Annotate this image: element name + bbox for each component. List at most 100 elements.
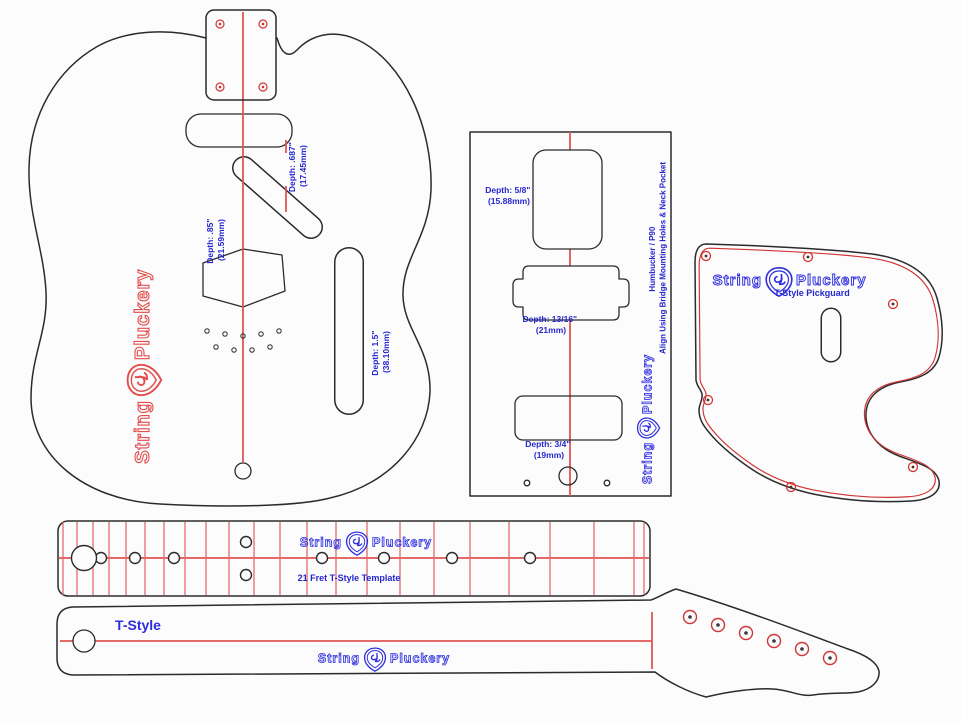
bridge-hole-dot (231, 347, 237, 353)
bridge-hole-dot (276, 328, 282, 334)
p90-route (532, 149, 603, 250)
brand-word-pluckery: Pluckery (132, 269, 154, 360)
fret-lines (62, 522, 645, 595)
tuner-holes (682, 609, 838, 666)
fret-marker (523, 551, 537, 565)
bridge-hole-dot (222, 331, 228, 337)
template-side-label: Humbucker / P90 Align Using Bridge Mount… (648, 162, 668, 354)
bridge-hole-dot (240, 333, 246, 339)
fret-marker (377, 551, 391, 565)
brand-logo-fretboard: String Pluckery (299, 531, 432, 556)
neck-plate-holes (215, 19, 268, 92)
pickguard-screw-hole (907, 461, 919, 473)
fret-position-markers (70, 535, 537, 582)
depth-annotation-cavity: Depth: 1.5" (38.10mm) (370, 328, 391, 376)
bridge-hole-dot (213, 344, 219, 350)
tuner-hole-center (828, 656, 832, 660)
body-template: Depth: .687" (17.45mm) Depth: .85" (21.5… (28, 9, 432, 507)
neck-template: T-Style String Pluckery (56, 588, 880, 698)
neck-plate-hole (215, 82, 225, 92)
bridge-hole-dot (267, 344, 273, 350)
pickguard-screw-hole (887, 298, 899, 310)
pickguard-screw-hole (785, 481, 797, 493)
fret-marker (167, 551, 181, 565)
pickguard-screw-center (806, 255, 810, 259)
tuner-hole (794, 641, 810, 657)
brand-word-string: String (641, 442, 655, 484)
neck-plate-hole (215, 19, 225, 29)
brand-word-pluckery: Pluckery (641, 354, 655, 414)
bridge-screw-hole-left (523, 479, 531, 487)
depth-annotation-bridge: Depth: 3/4" (19mm) (525, 439, 573, 460)
tuner-hole-center (744, 631, 748, 635)
pickguard-screw-center (911, 465, 915, 469)
fret-marker-12-bottom (239, 568, 253, 582)
tuner-hole (738, 625, 754, 641)
tuner-hole-center (772, 639, 776, 643)
neck-plate-hole-center (218, 22, 222, 26)
bridge-single-coil-route (514, 395, 623, 441)
fretboard-outline (57, 520, 651, 597)
bridge-mounting-holes (204, 328, 282, 353)
tuner-hole (766, 633, 782, 649)
depth-annotation-p90: Depth: 5/8" (15.88mm) (485, 185, 533, 206)
tuner-hole-center (716, 623, 720, 627)
brand-word-pluckery: Pluckery (390, 652, 450, 666)
pickguard-screw-holes (700, 250, 919, 493)
fret-marker (315, 551, 329, 565)
body-outline (28, 31, 432, 507)
neck-pickup-route (185, 113, 293, 148)
pickguard-screw-center (789, 485, 793, 489)
pick-logo-icon (126, 363, 163, 397)
pickguard-template: String Pluckery T-Style Pickguard (694, 243, 943, 503)
tuner-hole (682, 609, 698, 625)
neck-plate-hole-center (261, 85, 265, 89)
tuner-hole-center (688, 615, 692, 619)
pickguard-screw-hole (700, 250, 712, 262)
tuner-hole-center (800, 647, 804, 651)
depth-annotation-pickup: Depth: .85" (21.59mm) (205, 216, 226, 264)
pickup-routing-template: Depth: 5/8" (15.88mm) Depth: 13/16" (21m… (469, 131, 672, 497)
neck-plate-hole (258, 82, 268, 92)
fret-marker-12-top (239, 535, 253, 549)
pickguard-screw-hole (802, 251, 814, 263)
fret-marker (128, 551, 142, 565)
pickguard-outline (694, 243, 943, 503)
pick-logo-icon (636, 417, 661, 439)
fretboard-caption: 21 Fret T-Style Template (298, 573, 401, 583)
body-alignment-hole (234, 462, 252, 480)
pickguard-screw-center (706, 398, 710, 402)
fret-marker (445, 551, 459, 565)
neck-label: T-Style (115, 617, 161, 633)
brand-logo-pickup-template: String Pluckery (636, 353, 661, 485)
fretboard-alignment-hole (70, 544, 98, 572)
bridge-alignment-hole (558, 466, 578, 486)
brand-word-string: String (713, 272, 762, 289)
bridge-hole-dot (204, 328, 210, 334)
neck-pocket-plate (205, 9, 277, 101)
brand-word-pluckery: Pluckery (372, 536, 432, 550)
brand-logo-neck: String Pluckery (317, 647, 450, 672)
neck-alignment-hole (72, 629, 96, 653)
pickguard-caption: T-Style Pickguard (774, 288, 850, 298)
bridge-hole-dot (249, 347, 255, 353)
pick-logo-icon (345, 531, 369, 556)
brand-logo-pickguard: String Pluckery (712, 267, 867, 298)
tuner-hole (822, 650, 838, 666)
brand-word-pluckery: Pluckery (796, 272, 867, 289)
fretboard-template: String Pluckery 21 Fret T-Style Template (57, 520, 651, 597)
neck-outline (56, 588, 880, 698)
neck-plate-hole-center (261, 22, 265, 26)
depth-annotation-humbucker: Depth: 13/16" (21mm) (523, 314, 580, 335)
brand-logo-body: String Pluckery (126, 268, 163, 464)
wiring-channel-route-fill (233, 157, 322, 238)
brand-word-string: String (132, 400, 154, 464)
brand-word-string: String (300, 536, 342, 550)
depth-annotation-channel: Depth: .687" (17.45mm) (287, 140, 308, 192)
pickguard-screw-hole (702, 394, 714, 406)
pickguard-screw-center (704, 254, 708, 258)
bridge-screw-hole-right (603, 479, 611, 487)
pickguard-screw-center (891, 302, 895, 306)
bridge-hole-dot (258, 331, 264, 337)
pick-logo-icon (363, 647, 387, 672)
